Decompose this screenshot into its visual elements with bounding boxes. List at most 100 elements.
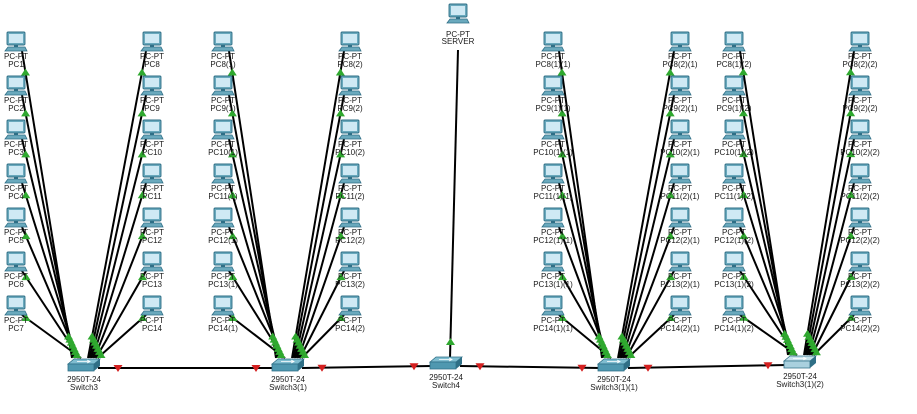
access-link[interactable] (291, 50, 345, 359)
access-link[interactable] (812, 314, 855, 356)
access-link[interactable] (626, 314, 675, 359)
access-link[interactable] (292, 94, 345, 359)
access-link[interactable] (803, 50, 855, 356)
access-link[interactable] (617, 50, 675, 359)
access-link[interactable] (300, 314, 345, 359)
access-link[interactable] (804, 94, 855, 356)
access-link[interactable] (299, 270, 345, 359)
access-link[interactable] (809, 226, 855, 356)
access-link[interactable] (93, 226, 147, 359)
access-link[interactable] (739, 182, 794, 356)
trunk-link[interactable] (459, 365, 601, 369)
access-link[interactable] (807, 182, 855, 356)
access-link[interactable] (618, 94, 675, 359)
access-link[interactable] (228, 182, 282, 359)
access-link[interactable] (294, 138, 345, 359)
access-link[interactable] (295, 182, 345, 359)
device-name-label: PC10(2)(2) (840, 148, 880, 157)
access-link[interactable] (621, 182, 675, 359)
access-link[interactable] (88, 94, 147, 359)
access-link[interactable] (95, 270, 147, 359)
trunk-link[interactable] (627, 364, 787, 369)
link-up-marker (336, 191, 346, 199)
access-link[interactable] (623, 226, 675, 359)
access-link[interactable] (558, 182, 608, 359)
access-link[interactable] (21, 182, 78, 359)
access-link[interactable] (297, 226, 345, 359)
access-link[interactable] (91, 182, 147, 359)
access-link[interactable] (87, 50, 147, 359)
access-link[interactable] (620, 138, 675, 359)
access-link[interactable] (90, 138, 147, 359)
access-link[interactable] (96, 314, 147, 359)
access-link[interactable] (811, 270, 855, 356)
access-link[interactable] (625, 270, 675, 359)
access-link[interactable] (806, 138, 855, 356)
links-layer (21, 49, 855, 369)
server-link[interactable] (449, 49, 459, 359)
